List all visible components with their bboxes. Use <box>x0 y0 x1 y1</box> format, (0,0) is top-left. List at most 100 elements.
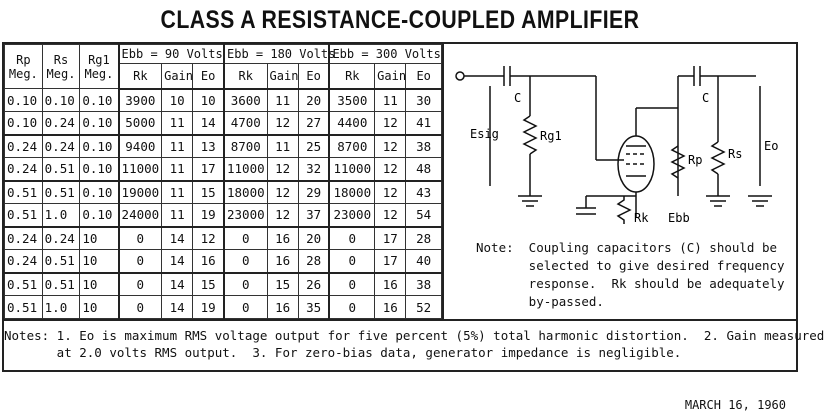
rs-label: Rs <box>728 147 742 161</box>
table-cell: 30 <box>405 88 442 112</box>
table-cell: 0.10 <box>79 88 120 112</box>
table-cell: 14 <box>161 249 194 274</box>
table-cell: 15 <box>192 180 226 204</box>
table-cell: 18000 <box>223 180 268 204</box>
table-cell: 0.10 <box>79 134 120 158</box>
table-cell: 16 <box>266 249 299 274</box>
table-cell: 11 <box>161 134 194 158</box>
table-cell: 11 <box>266 88 299 112</box>
table-cell: 12 <box>374 157 407 182</box>
table-cell: 12 <box>192 226 226 250</box>
table-cell: 0.24 <box>4 134 43 158</box>
table-cell: 10 <box>79 249 120 274</box>
table-cell: 11 <box>161 111 194 136</box>
ebb-label: Ebb <box>668 211 690 225</box>
table-cell: 48 <box>405 157 442 182</box>
col-header-gain: Gain <box>374 63 407 90</box>
col-header-gain: Gain <box>161 63 194 90</box>
table-cell: 37 <box>297 203 331 228</box>
col-header-rk: Rk <box>328 63 376 90</box>
table-cell: 14 <box>192 111 226 136</box>
table-cell: 0.24 <box>41 226 81 250</box>
table-cell: 0.51 <box>4 180 43 204</box>
table-cell: 10 <box>161 88 194 112</box>
table-cell: 8700 <box>328 134 376 158</box>
table-cell: 11 <box>161 203 194 228</box>
table-cell: 0.24 <box>4 249 43 274</box>
col-header-eo: Eo <box>192 63 226 90</box>
table-cell: 0 <box>328 249 376 274</box>
table-cell: 12 <box>374 111 407 136</box>
table-cell: 0.51 <box>4 203 43 228</box>
table-cell: 0 <box>223 226 268 250</box>
col-header-rk: Rk <box>118 63 163 90</box>
table-cell: 12 <box>266 180 299 204</box>
table-cell: 32 <box>297 157 331 182</box>
note-line: selected to give desired frequency <box>476 258 785 273</box>
table-cell: 0.24 <box>41 111 81 136</box>
table-cell: 10 <box>79 295 120 319</box>
table-cell: 15 <box>192 272 226 296</box>
group-header-180v: Ebb = 180 Volts <box>223 44 335 64</box>
table-cell: 16 <box>266 295 299 319</box>
table-cell: 28 <box>405 226 442 250</box>
table-cell: 0 <box>328 226 376 250</box>
amplifier-schematic: C C Esig Rg1 Rk Rp Rs Eo Ebb <box>455 66 778 225</box>
rk-label: Rk <box>634 211 649 225</box>
table-cell: 52 <box>405 295 442 319</box>
capacitor-c2-label: C <box>702 91 709 105</box>
table-cell: 16 <box>266 226 299 250</box>
table-cell: 14 <box>161 226 194 250</box>
table-cell: 0.24 <box>4 226 43 250</box>
table-cell: 0 <box>118 272 163 296</box>
table-cell: 18000 <box>328 180 376 204</box>
table-cell: 0.51 <box>41 272 81 296</box>
page-title: CLASS A RESISTANCE-COUPLED AMPLIFIER <box>160 6 640 34</box>
table-cell: 19 <box>192 295 226 319</box>
table-cell: 15 <box>266 272 299 296</box>
group-header-90v: Ebb = 90 Volts <box>118 44 226 64</box>
horizontal-divider <box>4 319 796 321</box>
table-cell: 19000 <box>118 180 163 204</box>
table-cell: 10 <box>79 226 120 250</box>
table-cell: 11000 <box>118 157 163 182</box>
footnote-line: Notes: 1. Eo is maximum RMS voltage outp… <box>4 328 824 343</box>
table-cell: 40 <box>405 249 442 274</box>
table-cell: 9400 <box>118 134 163 158</box>
table-cell: 0 <box>328 295 376 319</box>
note-line: by-passed. <box>476 294 604 309</box>
table-cell: 16 <box>192 249 226 274</box>
table-cell: 29 <box>297 180 331 204</box>
table-cell: 17 <box>374 226 407 250</box>
table-cell: 0.51 <box>4 272 43 296</box>
footnote-line: at 2.0 volts RMS output. 3. For zero-bia… <box>4 345 682 360</box>
table-cell: 0 <box>118 249 163 274</box>
table-cell: 1.0 <box>41 203 81 228</box>
table-cell: 0 <box>223 272 268 296</box>
table-cell: 12 <box>266 203 299 228</box>
table-cell: 1.0 <box>41 295 81 319</box>
table-cell: 3900 <box>118 88 163 112</box>
col-header-rk: Rk <box>223 63 268 90</box>
table-cell: 11000 <box>223 157 268 182</box>
table-cell: 43 <box>405 180 442 204</box>
table-cell: 20 <box>297 88 331 112</box>
table-cell: 11 <box>374 88 407 112</box>
table-cell: 4400 <box>328 111 376 136</box>
table-cell: 0.51 <box>41 249 81 274</box>
table-cell: 12 <box>374 180 407 204</box>
table-cell: 35 <box>297 295 331 319</box>
table-cell: 38 <box>405 134 442 158</box>
table-cell: 10 <box>192 88 226 112</box>
table-cell: 26 <box>297 272 331 296</box>
table-cell: 12 <box>374 203 407 228</box>
